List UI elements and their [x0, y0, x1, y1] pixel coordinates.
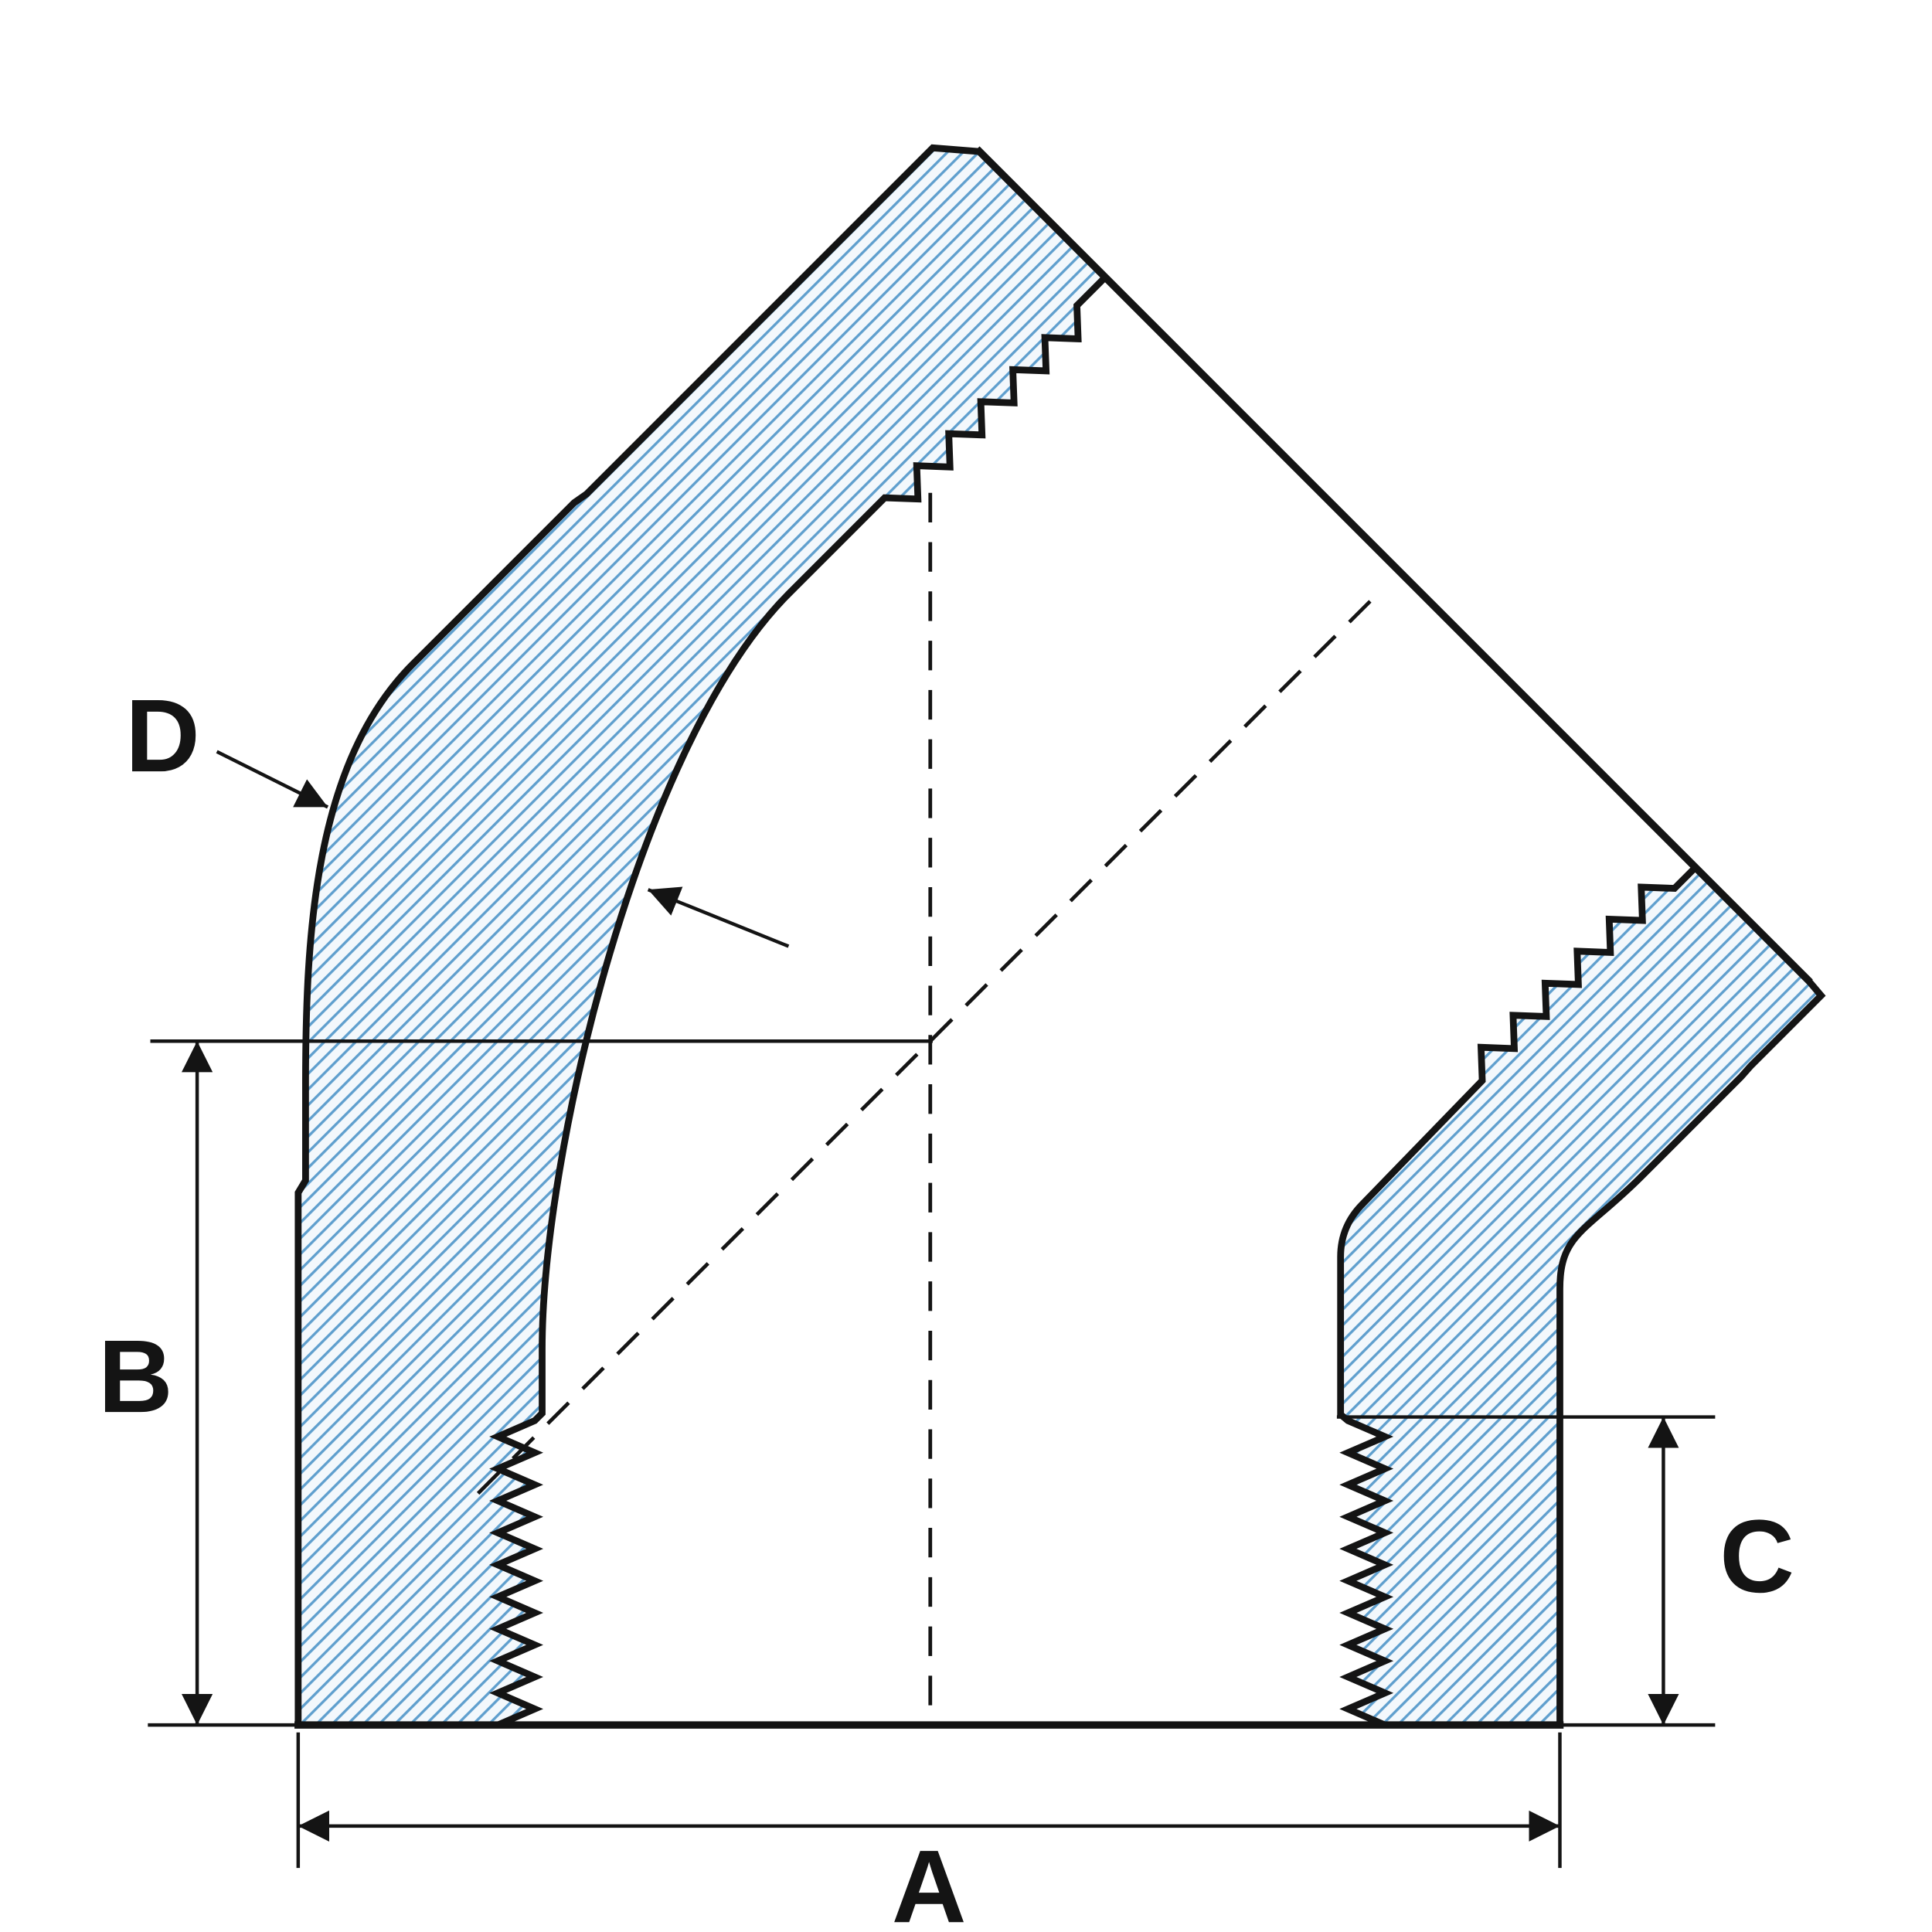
dimension-b-label: B — [98, 1319, 173, 1434]
dimension-d-leader-inner — [647, 886, 790, 948]
dimension-b: B — [98, 1039, 933, 1727]
dimension-d-leader-outer — [216, 750, 329, 809]
dimension-d-label: D — [125, 679, 200, 794]
fitting-body — [294, 144, 1826, 1729]
upper-left-wall-section — [294, 144, 1111, 1729]
dimension-c: C — [1336, 1415, 1794, 1727]
lower-right-wall-section — [1337, 862, 1826, 1729]
angled-port-face-line — [974, 146, 1813, 985]
dimension-a-label: A — [892, 1829, 967, 1932]
angled-centerline — [476, 600, 1372, 1495]
centerlines — [476, 492, 1372, 1726]
dimension-a: A — [296, 1732, 1562, 1932]
dimension-d: D — [125, 679, 790, 948]
dimension-c-label: C — [1719, 1499, 1794, 1614]
